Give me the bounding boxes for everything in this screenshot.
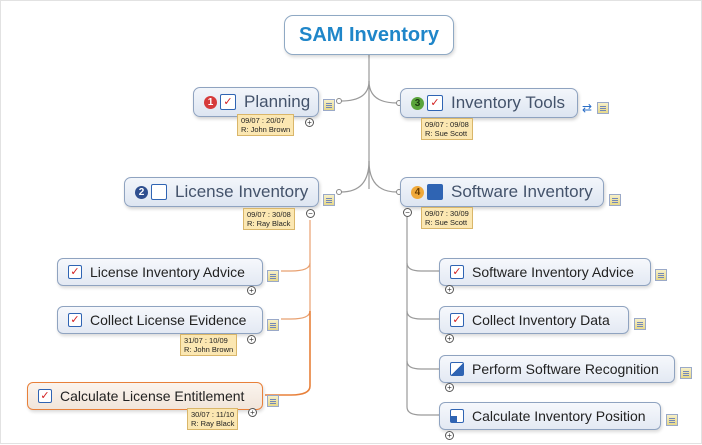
topic-label: Inventory Tools [451,93,566,112]
topic-label: Software Inventory [451,182,593,201]
checkbox-checked-icon[interactable]: ✓ [220,94,236,110]
task-info-tag: 09/07 : 09/08 R: Sue Scott [421,118,473,140]
notes-icon[interactable] [323,194,335,206]
checkbox-checked-icon[interactable]: ✓ [450,265,464,279]
task-dates: 09/07 : 20/07 [241,116,285,125]
subtopic-label: Calculate Inventory Position [472,408,646,424]
topic-label: License Inventory [175,182,309,201]
topic-label: Planning [244,92,311,111]
root-topic-label: SAM Inventory [298,23,440,46]
checkbox-checked-icon[interactable]: ✓ [38,389,52,403]
task-resource: R: Sue Scott [425,218,468,227]
checkbox-checked-icon[interactable]: ✓ [68,265,82,279]
task-dates: 30/07 : 11/10 [191,410,235,419]
subtopic-label: Software Inventory Advice [472,264,634,280]
subtopic-label: License Inventory Advice [90,264,245,280]
task-resource: R: John Brown [184,345,234,354]
topic-inventory-tools[interactable]: 3 ✓ Inventory Tools [400,88,578,118]
task-resource: R: Ray Black [247,219,291,228]
task-progress-icon[interactable] [427,184,443,200]
priority-1-icon: 1 [204,95,217,109]
expand-toggle[interactable]: + [445,383,454,392]
link-icon[interactable]: ⇄ [582,101,593,115]
priority-4-icon: 4 [411,185,424,199]
task-dates: 09/07 : 30/09 [425,209,469,218]
task-progress-icon[interactable] [450,362,464,376]
subtopic-label: Collect Inventory Data [472,312,610,328]
task-resource: R: John Brown [241,125,291,134]
subtopic-label: Perform Software Recognition [472,361,659,377]
priority-2-icon: 2 [135,185,148,199]
topic-license-inventory[interactable]: 2 License Inventory [124,177,319,207]
expand-toggle[interactable]: + [247,335,256,344]
expand-toggle[interactable]: + [248,408,257,417]
task-info-tag: 09/07 : 30/09 R: Sue Scott [421,207,473,229]
task-dates: 09/07 : 30/08 [247,210,291,219]
topic-planning[interactable]: 1 ✓ Planning [193,87,319,117]
collapse-toggle[interactable]: − [403,208,412,217]
checkbox-empty-icon[interactable] [151,184,167,200]
subtopic-calculate-license-entitlement[interactable]: ✓ Calculate License Entitlement [27,382,263,410]
subtopic-calculate-inventory-position[interactable]: Calculate Inventory Position [439,402,661,430]
expand-toggle[interactable]: + [445,334,454,343]
priority-3-icon: 3 [411,96,424,110]
task-resource: R: Ray Black [191,419,235,428]
notes-icon[interactable] [323,99,335,111]
notes-icon[interactable] [680,367,692,379]
notes-icon[interactable] [666,414,678,426]
notes-icon[interactable] [267,319,279,331]
expand-toggle[interactable]: + [247,286,256,295]
task-dates: 09/07 : 09/08 [425,120,469,129]
subtopic-collect-inventory-data[interactable]: ✓ Collect Inventory Data [439,306,629,334]
expand-toggle[interactable]: + [445,285,454,294]
checkbox-checked-icon[interactable]: ✓ [427,95,443,111]
task-progress-icon[interactable] [450,409,464,423]
subtopic-label: Collect License Evidence [90,312,247,328]
topic-software-inventory[interactable]: 4 Software Inventory [400,177,604,207]
expand-toggle[interactable]: + [445,431,454,440]
subtopic-collect-license-evidence[interactable]: ✓ Collect License Evidence [57,306,263,334]
subtopic-software-inventory-advice[interactable]: ✓ Software Inventory Advice [439,258,651,286]
task-dates: 31/07 : 10/09 [184,336,228,345]
task-resource: R: Sue Scott [425,129,468,138]
notes-icon[interactable] [655,269,667,281]
notes-icon[interactable] [634,318,646,330]
checkbox-checked-icon[interactable]: ✓ [450,313,464,327]
root-topic[interactable]: SAM Inventory [284,15,454,55]
notes-icon[interactable] [597,102,609,114]
subtopic-label: Calculate License Entitlement [60,388,245,404]
notes-icon[interactable] [267,395,279,407]
task-info-tag: 09/07 : 20/07 R: John Brown [237,114,295,136]
subtopic-perform-software-recognition[interactable]: Perform Software Recognition [439,355,675,383]
expand-toggle[interactable]: + [305,118,314,127]
notes-icon[interactable] [609,194,621,206]
task-info-tag: 31/07 : 10/09 R: John Brown [180,334,238,356]
task-info-tag: 30/07 : 11/10 R: Ray Black [187,408,239,430]
checkbox-checked-icon[interactable]: ✓ [68,313,82,327]
task-info-tag: 09/07 : 30/08 R: Ray Black [243,208,295,230]
subtopic-license-inventory-advice[interactable]: ✓ License Inventory Advice [57,258,263,286]
collapse-toggle[interactable]: − [306,209,315,218]
notes-icon[interactable] [267,270,279,282]
